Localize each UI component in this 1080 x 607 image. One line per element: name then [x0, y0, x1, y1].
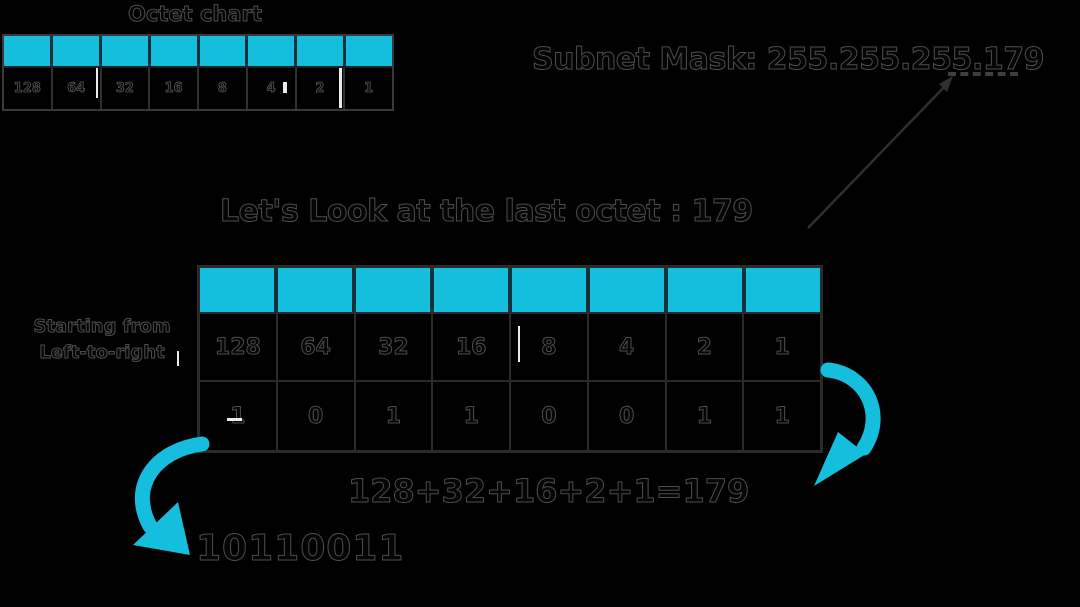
- last-octet-header-cell: [590, 268, 668, 312]
- bit-cell: 1: [356, 382, 434, 450]
- octet-chart-header-cell: [150, 36, 200, 66]
- last-octet-heading: Let's Look at the last octet : 179: [220, 194, 754, 230]
- last-octet-header-cell: [200, 268, 278, 312]
- bit-cell: 0: [278, 382, 356, 450]
- left-curved-arrow-icon: [133, 436, 210, 555]
- text-cursor-artifact: [96, 68, 98, 98]
- octet-chart-header-cell: [52, 36, 102, 66]
- octet-chart-header-cell: [101, 36, 151, 66]
- octet-chart-header-cell: [248, 36, 298, 66]
- text-cursor-artifact: [283, 82, 287, 93]
- last-octet-header-cell: [356, 268, 434, 312]
- octet-chart-header-row: [4, 36, 392, 68]
- octet-chart-value-cell: 32: [102, 68, 151, 109]
- last-octet-header-cell: [434, 268, 512, 312]
- octet-chart-header-cell: [4, 36, 53, 66]
- place-values-row: 128 64 32 16 8 4 2 1: [200, 312, 820, 380]
- right-curved-arrow-icon: [814, 362, 881, 486]
- last-octet-header-row: [200, 268, 820, 312]
- place-value-cell: 32: [356, 314, 434, 380]
- bit-cell: 0: [511, 382, 589, 450]
- place-value-cell: 8: [511, 314, 589, 380]
- octet-chart-value-cell: 2: [297, 68, 346, 109]
- place-value-cell: 128: [200, 314, 278, 380]
- last-octet-header-cell: [512, 268, 590, 312]
- annotation-arrow-icon: [807, 76, 953, 229]
- text-cursor-artifact: [177, 351, 179, 366]
- place-value-cell: 1: [774, 334, 790, 360]
- octet-chart-table: 128 64 32 16 8 4 2 1: [2, 34, 394, 111]
- binary-result: 10110011: [195, 528, 405, 570]
- bit-cell: 1: [200, 382, 278, 450]
- bit-cell: 1: [433, 382, 511, 450]
- octet-chart-value-cell: 8: [199, 68, 248, 109]
- octet-chart-value-cell: 128: [4, 68, 53, 109]
- text-selection-artifact: [227, 418, 242, 421]
- text-cursor-artifact: [339, 68, 342, 108]
- place-value-cell: 2: [667, 314, 745, 380]
- last-octet-table: 128 64 32 16 8 4 2 1 1 0 1 1 0 0 1 1: [197, 265, 823, 453]
- last-octet-header-cell: [746, 268, 820, 312]
- octet-chart-values-row: 128 64 32 16 8 4 2 1: [4, 68, 392, 109]
- octet-chart-value-cell: 64: [53, 68, 102, 109]
- text-cursor-artifact: [518, 326, 520, 362]
- octet-chart-header-cell: [297, 36, 347, 66]
- octet-chart-header-cell: [346, 36, 392, 66]
- bit-cell: 0: [589, 382, 667, 450]
- octet-chart-value-cell: 4: [248, 68, 297, 109]
- sum-formula: 128+32+16+2+1=179: [347, 472, 750, 511]
- bit-cell: 1: [774, 403, 790, 429]
- reading-direction-note: Starting from Left-to-right: [18, 314, 186, 366]
- dashed-underline: [948, 72, 1018, 76]
- reading-note-line2: Left-to-right: [39, 342, 165, 364]
- bit-cell: 1: [667, 382, 745, 450]
- place-value-cell: 4: [589, 314, 667, 380]
- subnet-mask-heading: Subnet Mask: 255.255.255.179: [532, 42, 1045, 78]
- octet-chart-title: Octet chart: [128, 2, 263, 27]
- reading-note-line1: Starting from: [33, 316, 171, 338]
- last-octet-header-cell: [668, 268, 746, 312]
- place-value-cell: 16: [433, 314, 511, 380]
- last-octet-header-cell: [278, 268, 356, 312]
- binary-bits-row: 1 0 1 1 0 0 1 1: [200, 380, 820, 450]
- octet-chart-value-cell: 16: [150, 68, 199, 109]
- place-value-cell: 64: [278, 314, 356, 380]
- octet-chart-header-cell: [199, 36, 249, 66]
- octet-chart-value-cell: 1: [364, 81, 374, 97]
